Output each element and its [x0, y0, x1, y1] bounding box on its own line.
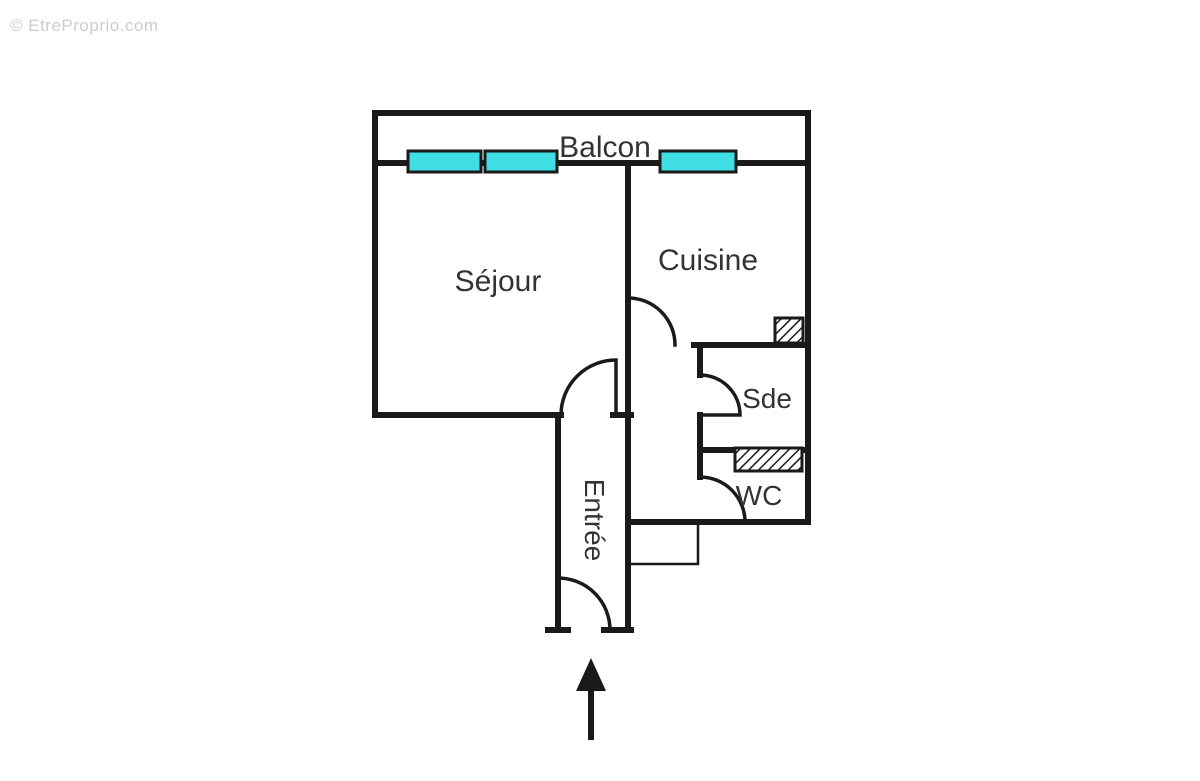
room-label-balcon: Balcon [559, 131, 651, 164]
floorplan-walls [372, 110, 811, 633]
vent-hatch-cuisine [773, 316, 805, 345]
room-label-wc: WC [736, 480, 783, 511]
door-arc-wc [698, 475, 747, 524]
outer-walls [372, 110, 811, 525]
bathroom-walls [691, 342, 811, 480]
room-label-sejour: Séjour [455, 265, 542, 298]
closet-walls [626, 520, 700, 566]
door-arc-entree [556, 576, 612, 632]
window-cuisine [658, 149, 738, 174]
door-arc-sejour [559, 358, 618, 417]
door-arc-sde [698, 373, 742, 417]
room-label-sde: Sde [742, 383, 792, 414]
vent-hatch-wc [733, 446, 804, 473]
window-sejour-right [483, 149, 559, 174]
door-arc-cuisine [626, 296, 677, 347]
room-labels: Balcon Séjour Cuisine Sde WC Entrée [455, 131, 792, 561]
room-label-cuisine: Cuisine [658, 244, 758, 277]
room-label-entree: Entrée [579, 479, 610, 562]
window-sejour-left [406, 149, 483, 174]
watermark: © EtreProprio.com [10, 16, 159, 35]
door-arcs [556, 296, 747, 632]
entrance-arrow [576, 658, 606, 740]
entrance-arrow-head [576, 658, 606, 691]
corridor-walls [545, 160, 634, 633]
